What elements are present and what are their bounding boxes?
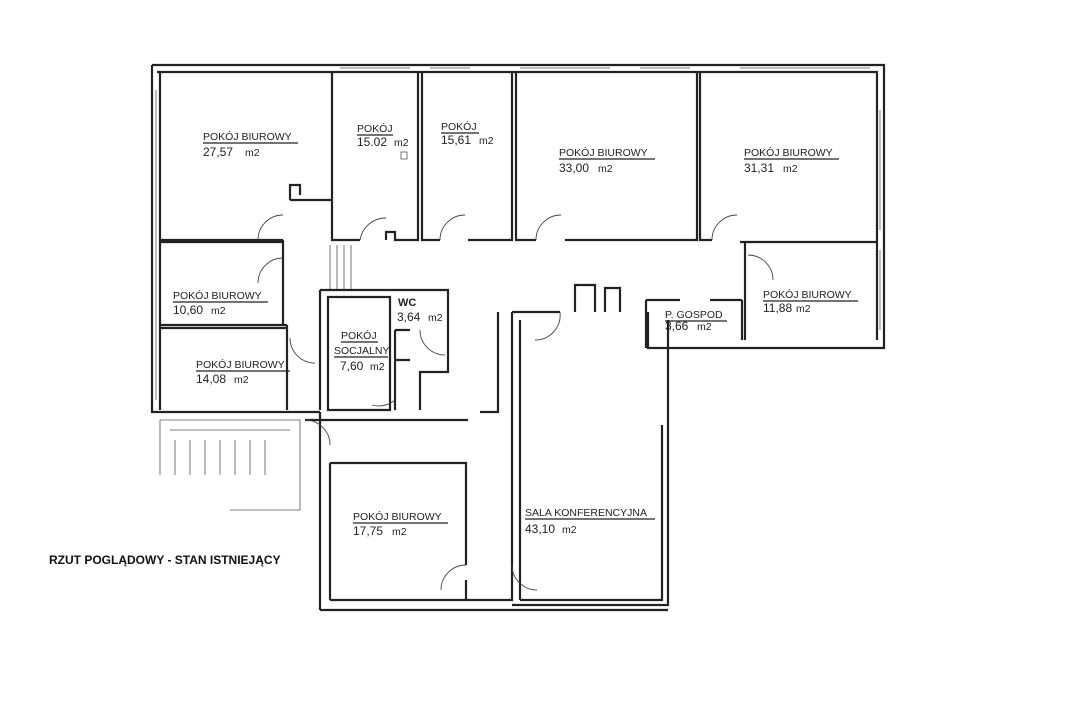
svg-text:POKÓJ BIUROWY: POKÓJ BIUROWY [559,146,648,159]
room-label-socjalny: POKÓJ SOCJALNY 7,60 m2 [334,329,389,373]
room-label-31-31: POKÓJ BIUROWY 31,31 m2 [744,146,839,175]
room-label-27-57: POKÓJ BIUROWY 27,57 m2 [203,130,298,159]
svg-text:7,60: 7,60 [340,359,364,373]
svg-text:POKÓJ BIUROWY: POKÓJ BIUROWY [203,130,292,143]
room-label-sala: SALA KONFERENCYJNA 43,10 m2 [525,507,655,536]
svg-text:3,66: 3,66 [665,319,689,333]
svg-text:m2: m2 [697,321,712,333]
svg-text:POKÓJ BIUROWY: POKÓJ BIUROWY [196,358,285,371]
room-label-14-08: POKÓJ BIUROWY 14,08 m2 [196,358,290,386]
room-label-15-02: POKÓJ 15.02 m2 [357,122,409,160]
room-label-10-60: POKÓJ BIUROWY 10,60 m2 [173,289,268,317]
svg-text:43,10: 43,10 [525,522,555,536]
room-label-33-00: POKÓJ BIUROWY 33,00 m2 [559,146,655,175]
svg-text:17,75: 17,75 [353,524,383,538]
svg-text:33,00: 33,00 [559,161,589,175]
room-label-wc: WC 3,64 m2 [397,297,443,324]
svg-text:SALA KONFERENCYJNA: SALA KONFERENCYJNA [525,507,647,519]
plan-caption: RZUT POGLĄDOWY - STAN ISTNIEJĄCY [49,553,281,567]
svg-text:m2: m2 [783,163,798,175]
svg-text:SOCJALNY: SOCJALNY [334,345,389,357]
room-label-p-gospod: P. GOSPOD 3,66 m2 [665,309,727,333]
svg-text:POKÓJ: POKÓJ [441,120,477,133]
svg-text:15.02: 15.02 [357,135,387,149]
svg-text:WC: WC [398,297,416,309]
svg-text:m2: m2 [796,303,811,315]
svg-text:m2: m2 [234,374,249,386]
svg-text:P. GOSPOD: P. GOSPOD [665,309,723,321]
doors [257,214,774,591]
svg-text:POKÓJ BIUROWY: POKÓJ BIUROWY [763,288,852,301]
svg-text:m2: m2 [392,526,407,538]
svg-text:POKÓJ: POKÓJ [341,329,377,342]
svg-text:POKÓJ BIUROWY: POKÓJ BIUROWY [173,289,262,302]
svg-text:POKÓJ BIUROWY: POKÓJ BIUROWY [353,510,442,523]
svg-text:m2: m2 [245,147,260,159]
svg-text:m2: m2 [598,163,613,175]
svg-text:m2: m2 [211,305,226,317]
walls [150,63,886,612]
room-label-15-61: POKÓJ 15,61 m2 [441,120,494,147]
svg-text:15,61: 15,61 [441,133,471,147]
svg-text:POKÓJ: POKÓJ [357,122,393,135]
svg-text:10,60: 10,60 [173,303,203,317]
svg-text:14,08: 14,08 [196,372,226,386]
svg-text:POKÓJ BIUROWY: POKÓJ BIUROWY [744,146,833,159]
svg-text:31,31: 31,31 [744,161,774,175]
svg-text:27,57: 27,57 [203,145,233,159]
svg-text:m2: m2 [428,312,443,324]
svg-text:m2: m2 [370,361,385,373]
svg-text:3,64: 3,64 [397,310,421,324]
chimney-icon [400,151,408,160]
svg-text:m2: m2 [394,137,409,149]
room-label-11-88: POKÓJ BIUROWY 11,88 m2 [763,288,858,315]
svg-text:m2: m2 [479,135,494,147]
room-label-17-75: POKÓJ BIUROWY 17,75 m2 [353,510,448,538]
svg-text:11,88: 11,88 [763,301,792,315]
svg-text:m2: m2 [562,524,577,536]
